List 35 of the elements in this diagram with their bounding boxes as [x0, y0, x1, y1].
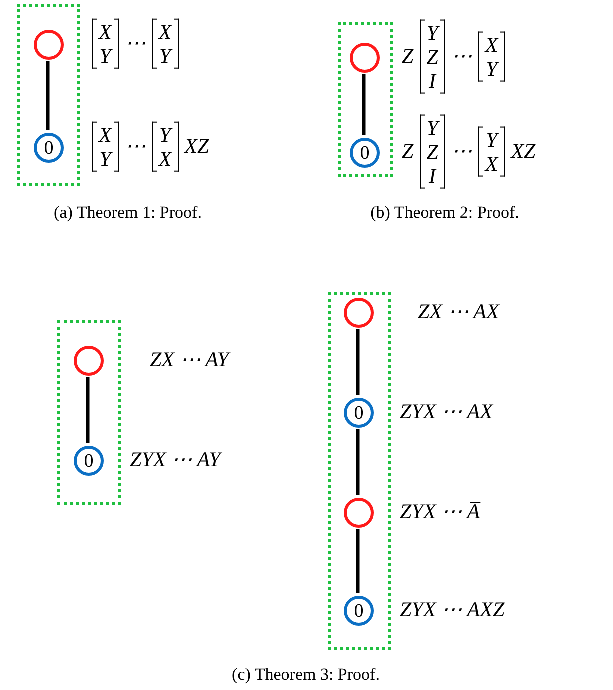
math-expression: ZYX ⋯ A̅: [400, 498, 480, 526]
subfigure-caption: (c) Theorem 3: Proof.: [232, 664, 380, 686]
column-vector: Y X: [152, 122, 179, 172]
subfigure-caption: (b) Theorem 2: Proof.: [370, 202, 520, 224]
math-expression: XZ: [184, 133, 210, 160]
math-expression: ZYX ⋯ AX: [400, 398, 493, 426]
column-vector: X Y: [92, 122, 119, 172]
column-vector: X Y: [152, 18, 179, 70]
dotted-frame: [17, 4, 80, 186]
subfigure-caption: (a) Theorem 1: Proof.: [54, 202, 202, 224]
connector-line: [356, 529, 360, 593]
connector-line: [46, 61, 50, 130]
math-expression: Z: [402, 43, 414, 70]
connector-line: [362, 74, 366, 135]
math-expression: ⋯: [124, 133, 146, 160]
column-vector: X Y: [478, 32, 506, 82]
connector-line: [356, 329, 360, 395]
math-expression: ZYX ⋯ AXZ: [400, 596, 505, 624]
dotted-frame: [328, 292, 391, 650]
math-expression: XZ: [511, 138, 536, 166]
column-vector: X Y: [92, 18, 119, 70]
math-expression: ZX ⋯ AY: [150, 346, 229, 374]
math-expression: ⋯: [451, 43, 472, 70]
column-vector: Y Z I: [420, 20, 446, 94]
connector-line: [356, 429, 360, 495]
math-expression: ZYX ⋯ AY: [130, 446, 221, 474]
dotted-frame: [338, 22, 393, 177]
column-vector: Y X: [478, 126, 506, 178]
math-expression: ZX ⋯ AX: [418, 298, 500, 326]
connector-line: [86, 377, 90, 443]
math-expression: ⋯: [124, 30, 146, 58]
dotted-frame: [57, 320, 121, 505]
math-expression: ⋯: [451, 138, 472, 166]
math-expression: Z: [402, 138, 414, 166]
column-vector: Y Z I: [420, 114, 446, 190]
